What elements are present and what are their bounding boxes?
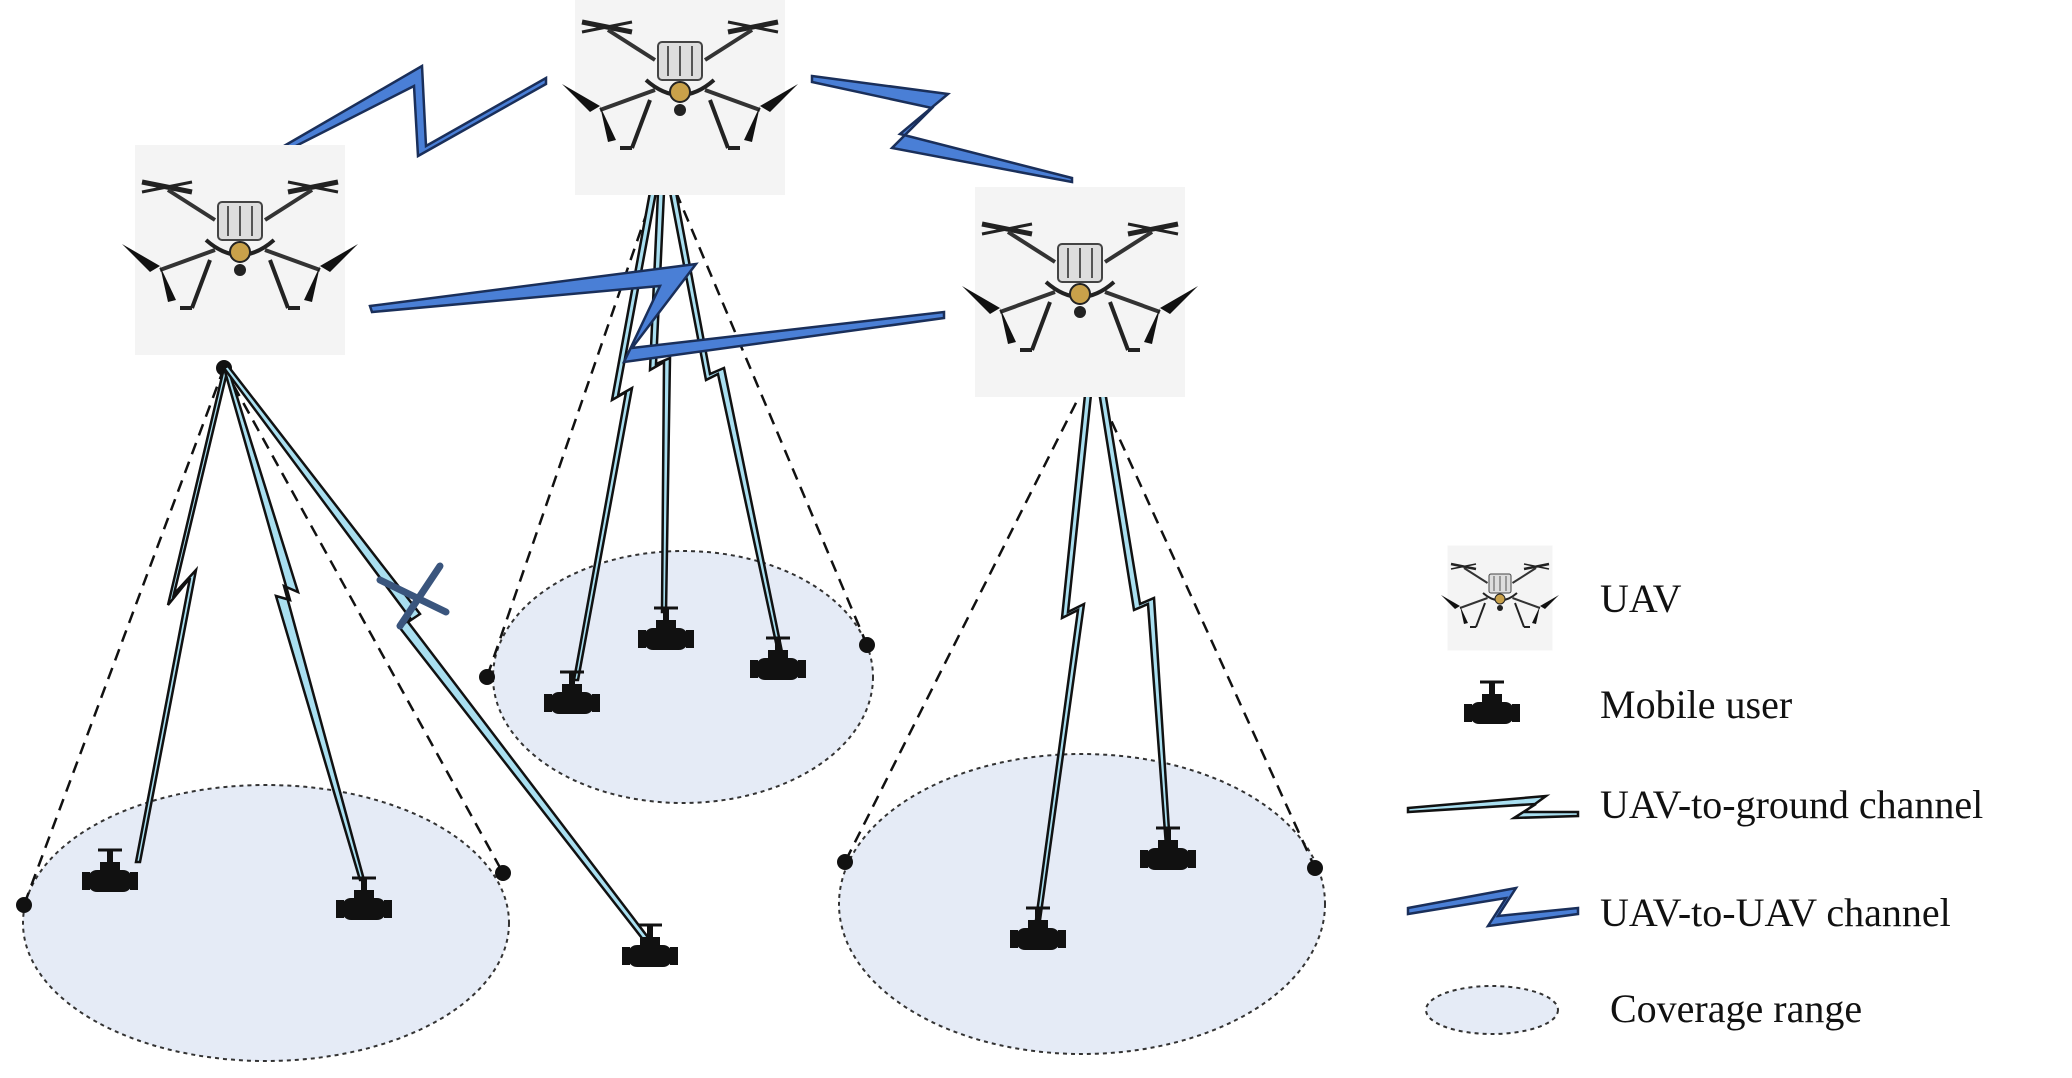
- coverage-ellipse-right: [838, 753, 1326, 1055]
- mobile-user-icon: [620, 923, 680, 969]
- coverage-areas: [22, 550, 1326, 1062]
- uav-to-uav-channels: [281, 63, 1074, 364]
- uav-to-ground-channels: [134, 190, 1172, 944]
- legend-label-coverage: Coverage range: [1610, 986, 1862, 1031]
- cone-end-points: [16, 360, 1323, 913]
- uav-drone-right: [962, 187, 1198, 397]
- legend-uav-icon: [1439, 544, 1561, 652]
- blocked-link-cross-icon: [376, 562, 450, 630]
- uav-drone-top: [562, 0, 798, 195]
- coverage-ellipse-left: [22, 784, 510, 1062]
- legend-u2g-icon: [1406, 794, 1580, 820]
- legend-coverage-icon: [1425, 985, 1559, 1035]
- legend-u2u-icon: [1406, 886, 1580, 928]
- uav-drone-left: [122, 145, 358, 355]
- legend-label-uav: UAV: [1600, 576, 1682, 621]
- coverage-cone-lines: [22, 191, 1317, 906]
- legend-label-u2g: UAV-to-ground channel: [1600, 782, 1983, 827]
- legend-label-mobile-user: Mobile user: [1600, 682, 1792, 727]
- coverage-ellipse-middle: [492, 550, 874, 804]
- legend: UAV Mobile user UAV-to-ground channel UA…: [1406, 544, 1983, 1035]
- legend-label-u2u: UAV-to-UAV channel: [1600, 890, 1951, 935]
- legend-mobile-user-icon: [1462, 680, 1522, 726]
